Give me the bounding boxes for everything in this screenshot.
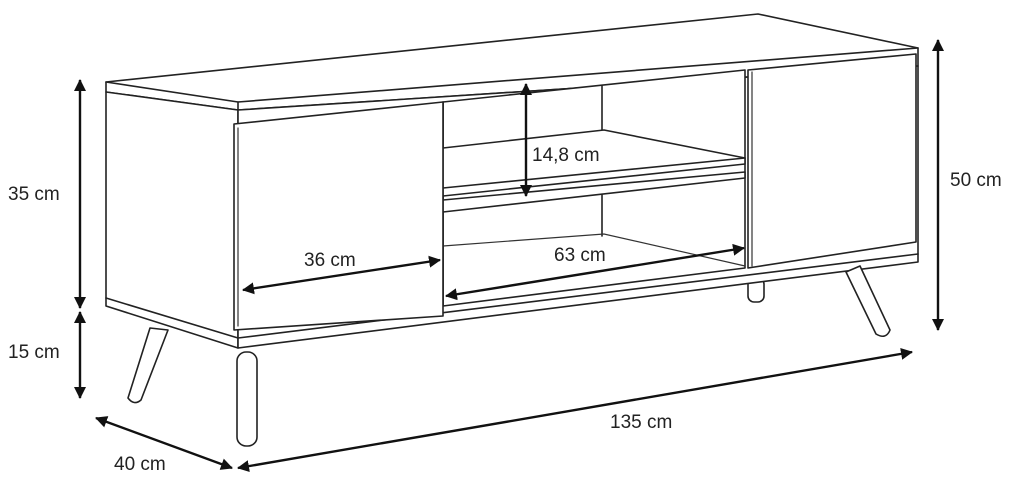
dim-depth-arrow [95, 416, 233, 470]
leg-front-left [236, 351, 258, 447]
label-niche-width: 63 cm [554, 245, 606, 266]
label-door-width: 36 cm [304, 250, 356, 271]
right-door [747, 53, 917, 269]
left-side-panel [105, 91, 239, 349]
label-body-height: 35 cm [8, 184, 60, 205]
leg-back-left [127, 327, 169, 404]
dim-door-width-arrow [242, 255, 441, 295]
dim-total-width-arrow [237, 347, 913, 473]
label-leg-height: 15 cm [8, 342, 60, 363]
dim-niche-width-arrow [445, 243, 745, 301]
left-door [233, 101, 444, 331]
label-depth: 40 cm [114, 454, 166, 475]
label-total-height: 50 cm [950, 170, 1002, 191]
label-total-width: 135 cm [610, 412, 672, 433]
label-shelf-gap: 14,8 cm [532, 145, 600, 166]
leg-right [845, 265, 891, 338]
